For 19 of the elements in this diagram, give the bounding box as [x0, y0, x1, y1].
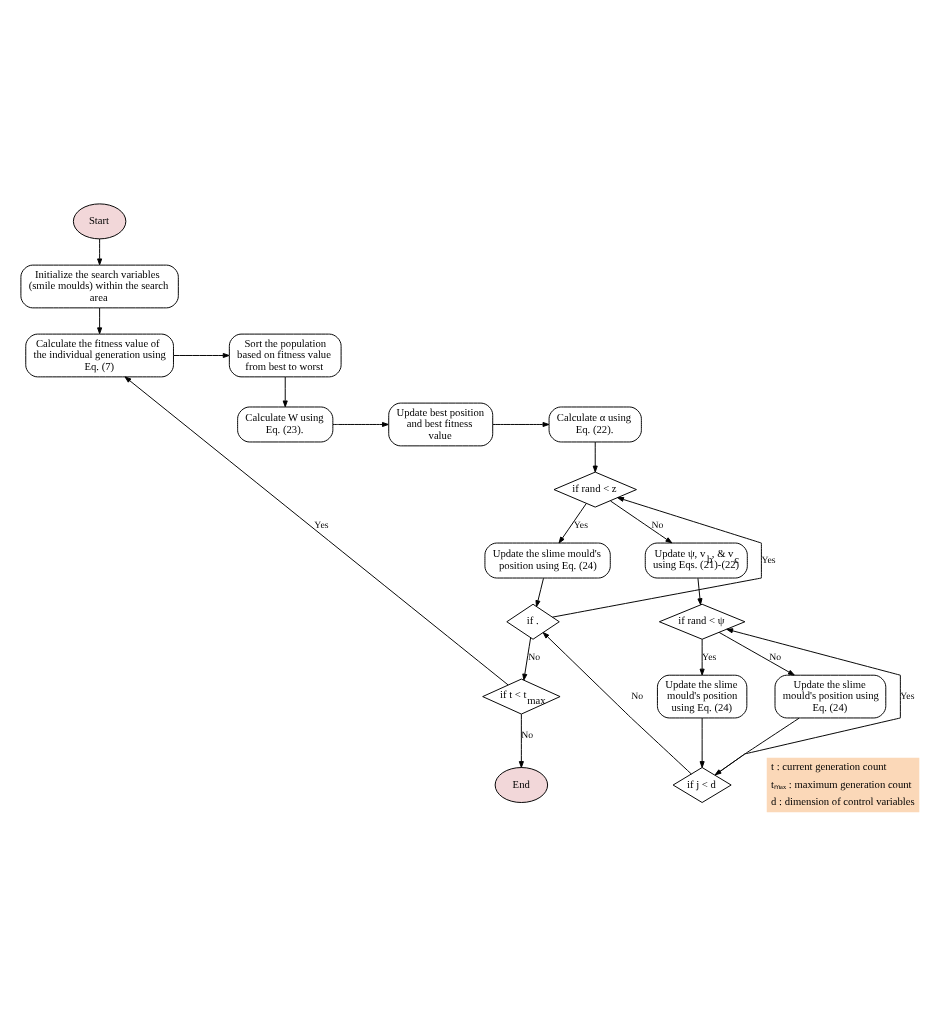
arrow [535, 577, 544, 607]
arrow [610, 500, 673, 544]
arrow [552, 496, 762, 618]
arrow [97, 307, 103, 335]
arrow [592, 441, 598, 473]
arrow [124, 376, 509, 686]
arrow [718, 631, 795, 676]
arrow [542, 632, 692, 775]
arrow [97, 238, 103, 266]
arrow [332, 421, 389, 427]
arrow [282, 376, 288, 408]
arrow [492, 421, 550, 427]
arrow [699, 638, 705, 676]
arrow [699, 717, 705, 768]
arrow [558, 503, 587, 544]
arrow [522, 637, 532, 681]
arrow [697, 577, 703, 605]
arrow [173, 352, 230, 358]
arrow [518, 713, 524, 768]
